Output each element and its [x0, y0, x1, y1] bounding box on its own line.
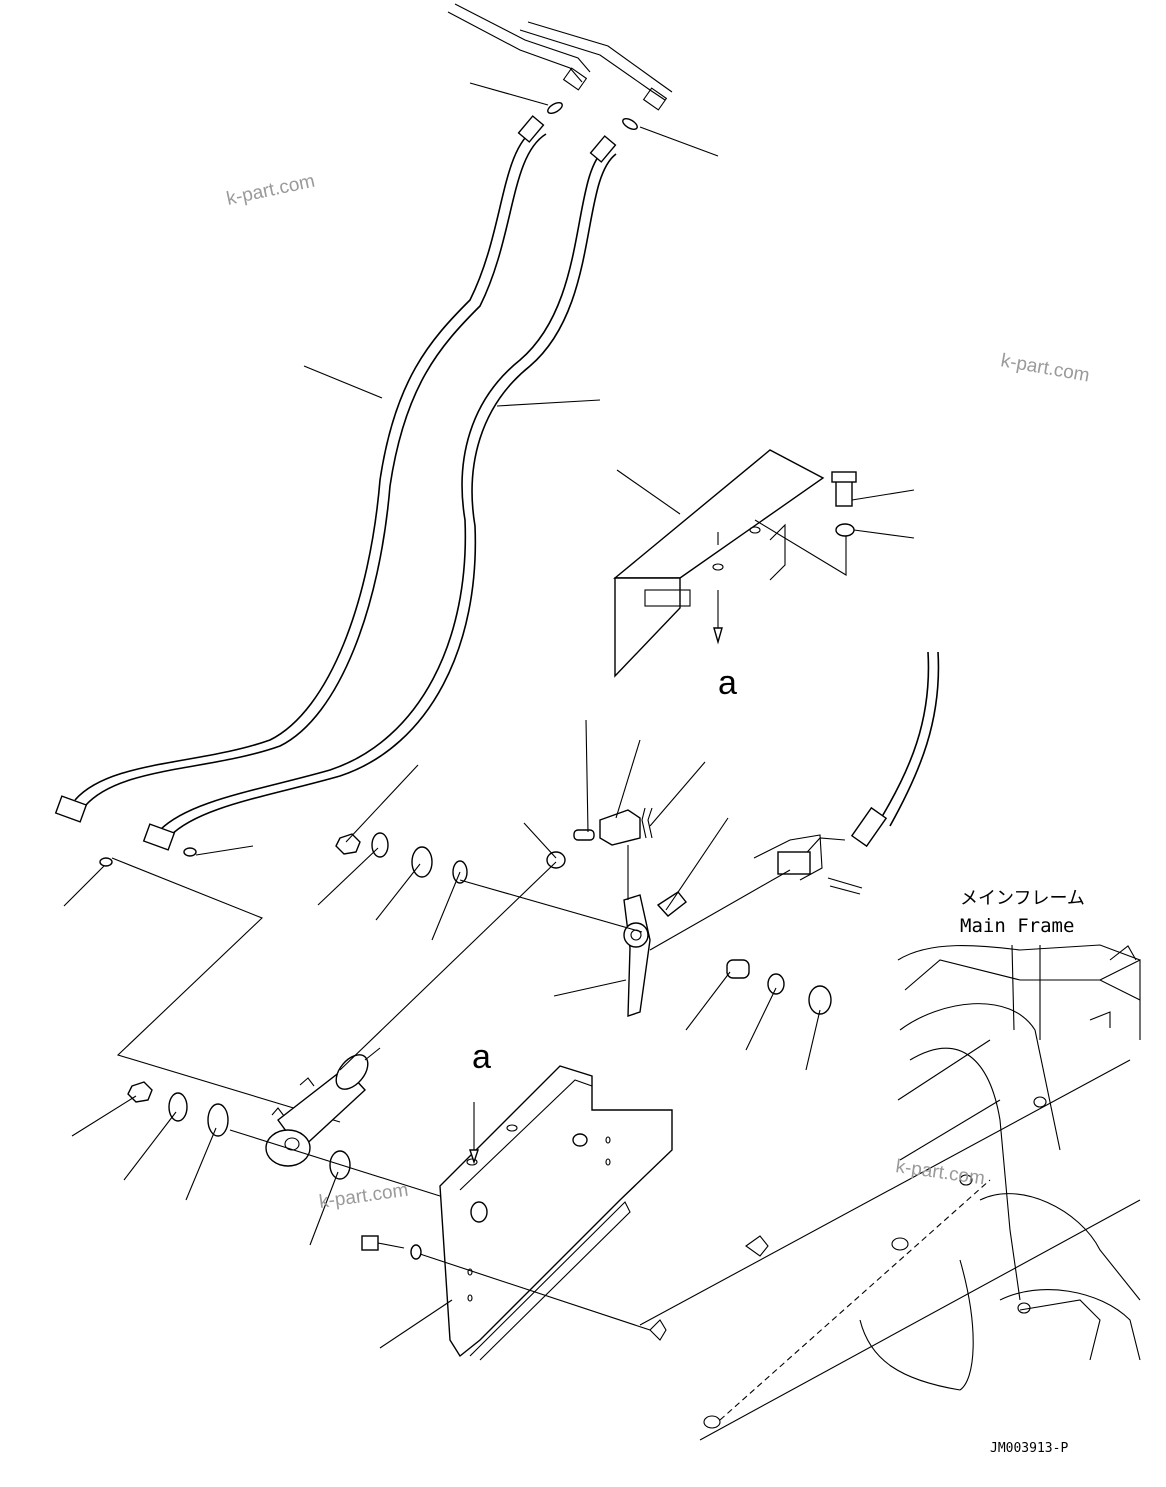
leader-lines-middle — [317, 719, 821, 1071]
watermark-3: k-part.com — [894, 1156, 986, 1189]
frame-label-en: Main Frame — [960, 915, 1074, 937]
lever-assembly — [546, 807, 832, 1017]
drawing-id: JM003913-P — [990, 1441, 1068, 1456]
cover-plate — [613, 449, 915, 678]
upper-pipe-fittings — [447, 3, 673, 130]
o-ring-mid — [183, 847, 197, 857]
hose-right — [142, 135, 617, 851]
frame-label-jp: メインフレーム — [960, 888, 1085, 909]
main-frame — [639, 944, 1141, 1441]
watermark-4: k-part.com — [318, 1180, 410, 1213]
watermark-1: k-part.com — [225, 171, 317, 210]
o-ring-left — [99, 857, 113, 867]
hose-left — [54, 115, 547, 823]
cylinder-assembly — [71, 857, 557, 1246]
control-cable — [753, 651, 940, 895]
view-marker-a-lower: a — [472, 1038, 491, 1076]
watermark-2: k-part.com — [999, 350, 1091, 386]
hardware-middle — [335, 832, 468, 884]
view-marker-a-upper: a — [718, 664, 737, 702]
bracket-plate — [361, 1065, 673, 1361]
leader-lines-upper — [63, 82, 719, 907]
